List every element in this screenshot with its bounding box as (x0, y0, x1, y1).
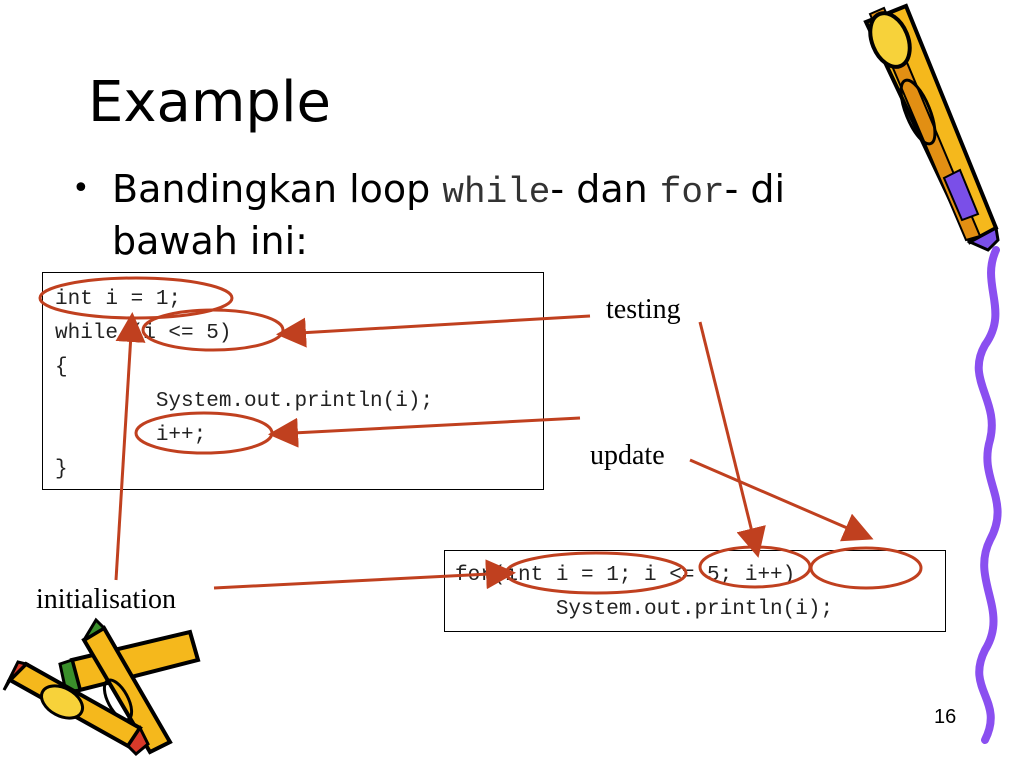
ellipse-init-while (40, 278, 232, 318)
ellipse-test-while (143, 310, 283, 350)
ellipse-update-for (811, 548, 921, 588)
arrow-testing-while (282, 316, 590, 334)
ellipse-init-for (506, 553, 686, 593)
arrow-update-while (274, 418, 580, 434)
ellipse-update-while (136, 413, 272, 453)
page-number: 16 (934, 706, 956, 729)
ellipse-test-for (700, 547, 810, 587)
arrow-testing-for (700, 322, 757, 552)
arrow-update-for (690, 460, 868, 537)
arrow-init-while (116, 318, 132, 580)
arrow-init-for (214, 573, 510, 588)
